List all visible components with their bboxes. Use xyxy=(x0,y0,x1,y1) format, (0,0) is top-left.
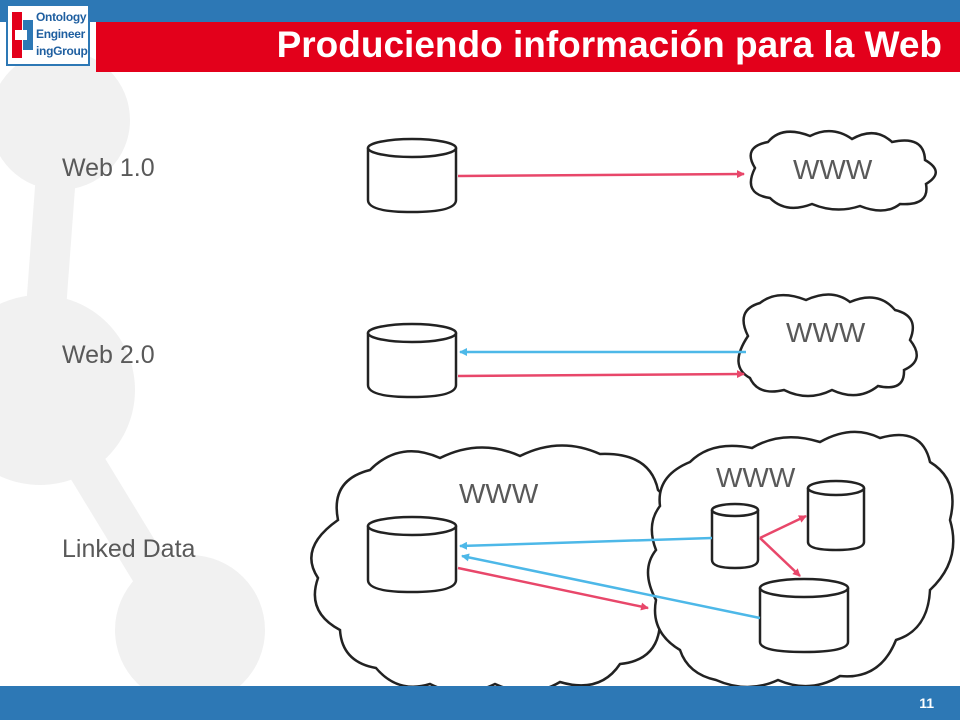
page-number: 11 xyxy=(919,695,934,711)
linked-data-lower-database-icon xyxy=(758,577,850,654)
web2-publish-arrow xyxy=(457,370,745,379)
logo-mark-icon xyxy=(12,12,33,58)
linked-data-link-arrow-up xyxy=(759,514,807,540)
linked-data-link-arrow-down xyxy=(759,537,801,577)
row-label-web1: Web 1.0 xyxy=(62,154,155,182)
row-label-linked-data: Linked Data xyxy=(62,535,196,563)
bottom-bar: 11 xyxy=(0,686,960,720)
linked-data-cloud-right-label: WWW xyxy=(716,462,796,493)
linked-data-consume-arrow-2 xyxy=(461,553,761,620)
linked-data-cloud-left-label: WWW xyxy=(459,478,539,509)
linked-data-cloud-left-icon xyxy=(310,444,680,694)
linked-data-consume-arrow-1 xyxy=(459,536,713,550)
top-bar xyxy=(0,0,960,22)
web2-cloud-label: WWW xyxy=(786,317,866,348)
logo-line-3: ingGroup xyxy=(36,44,88,58)
linked-data-publish-arrow xyxy=(457,566,649,611)
web1-database-icon xyxy=(366,137,458,214)
web1-www-cloud-icon xyxy=(749,130,937,212)
linked-data-upper-database-icon xyxy=(806,479,866,552)
web1-publish-arrow xyxy=(457,170,745,179)
logo-line-1: Ontology xyxy=(36,10,87,24)
ontology-engineering-group-logo: Ontology Engineer ingGroup xyxy=(6,4,90,66)
linked-data-local-database-icon xyxy=(366,515,458,594)
logo-text: Ontology Engineer ingGroup xyxy=(36,9,90,60)
linked-data-small-database-icon xyxy=(710,502,760,570)
row-label-web2: Web 2.0 xyxy=(62,341,155,369)
web2-www-cloud-icon xyxy=(737,293,918,398)
logo-line-2: Engineer xyxy=(36,27,85,41)
slide-title: Produciendo información para la Web xyxy=(276,24,942,65)
web1-cloud-label: WWW xyxy=(793,154,873,185)
title-bar: Produciendo información para la Web xyxy=(96,22,960,72)
web2-database-icon xyxy=(366,322,458,399)
linked-data-cloud-right-icon xyxy=(646,430,955,689)
